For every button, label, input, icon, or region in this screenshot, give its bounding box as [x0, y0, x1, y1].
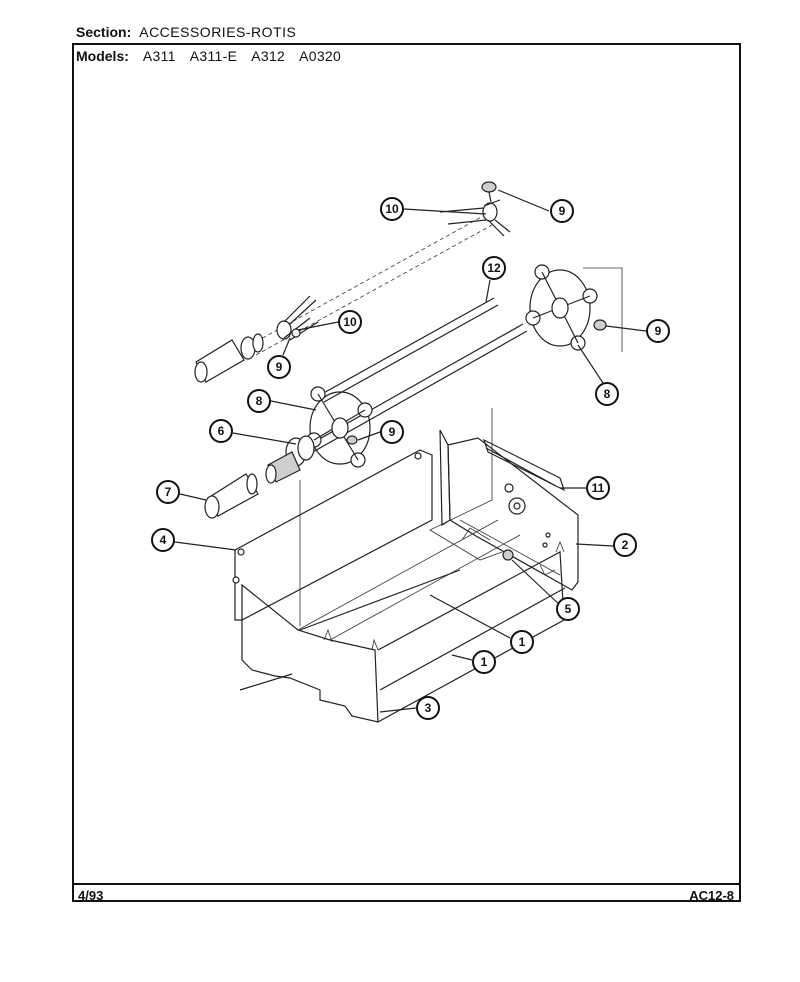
motor-housing — [482, 438, 566, 492]
left-support-plate — [234, 449, 433, 621]
section-header: Section: ACCESSORIES-ROTIS — [76, 24, 296, 40]
leader-lines — [174, 189, 647, 713]
callout-8-right: 8 — [595, 382, 619, 406]
callout-1-lower: 1 — [472, 650, 496, 674]
model-2: A312 — [251, 48, 286, 64]
callout-9-lower: 9 — [380, 420, 404, 444]
svg-text:2: 2 — [622, 538, 629, 552]
callout-2: 2 — [613, 533, 637, 557]
models-header: Models: A311 A311-E A312 A0320 — [76, 48, 341, 64]
callout-12: 12 — [482, 256, 506, 280]
callout-8-left: 8 — [247, 389, 271, 413]
upper-right-fork — [439, 199, 511, 237]
spit-handle — [204, 473, 259, 519]
left-spider — [306, 386, 373, 468]
svg-text:3: 3 — [425, 701, 432, 715]
svg-text:8: 8 — [256, 394, 263, 408]
support-rod-lower — [379, 587, 566, 691]
support-rod-upper — [299, 569, 461, 631]
model-3: A0320 — [299, 48, 342, 64]
svg-text:8: 8 — [604, 387, 611, 401]
left-spider-screw — [346, 435, 358, 445]
callout-10-left: 10 — [338, 310, 362, 334]
svg-text:9: 9 — [655, 324, 662, 338]
svg-text:6: 6 — [218, 424, 225, 438]
spit-rod-12-upper-edge — [319, 297, 495, 396]
svg-text:9: 9 — [559, 204, 566, 218]
footer-date: 4/93 — [78, 888, 104, 903]
callout-9-left: 9 — [267, 355, 291, 379]
upper-spit-assembly — [194, 181, 511, 383]
callout-4: 4 — [151, 528, 175, 552]
svg-text:1: 1 — [519, 635, 526, 649]
cradle-right-wall — [377, 551, 565, 723]
svg-text:1: 1 — [481, 655, 488, 669]
model-0: A311 — [142, 48, 176, 64]
model-1: A311-E — [189, 48, 238, 64]
models-label: Models: — [76, 48, 129, 64]
upper-left-fork — [276, 295, 319, 341]
rod-end-left — [239, 673, 293, 691]
callout-3: 3 — [416, 696, 440, 720]
callout-7: 7 — [156, 480, 180, 504]
callout-9-right: 9 — [646, 319, 670, 343]
section-label: Section: — [76, 24, 132, 40]
svg-text:12: 12 — [487, 261, 501, 275]
svg-text:5: 5 — [565, 602, 572, 616]
svg-text:10: 10 — [385, 202, 399, 216]
callout-11: 11 — [586, 476, 610, 500]
callout-5: 5 — [556, 597, 580, 621]
right-bracket — [429, 408, 579, 591]
callout-6: 6 — [209, 419, 233, 443]
callout-1-upper: 1 — [510, 630, 534, 654]
svg-text:7: 7 — [165, 485, 172, 499]
bracket-screw — [502, 549, 514, 561]
rotisserie-cradle — [232, 449, 566, 723]
svg-text:9: 9 — [276, 360, 283, 374]
motor-bracket — [447, 437, 579, 591]
top-thumb-screw — [481, 181, 497, 193]
section-value: ACCESSORIES-ROTIS — [139, 24, 297, 40]
footer-rule — [72, 883, 741, 885]
right-spider-screw — [593, 319, 607, 331]
right-spider — [525, 264, 623, 352]
svg-text:11: 11 — [592, 481, 605, 495]
callout-9-top: 9 — [550, 199, 574, 223]
diagram-frame — [72, 43, 741, 902]
svg-text:10: 10 — [343, 315, 357, 329]
callout-10-top: 10 — [380, 197, 404, 221]
cradle-front-wall — [241, 583, 379, 723]
spit-bushing — [265, 435, 315, 484]
svg-text:9: 9 — [389, 425, 396, 439]
footer-page-code: AC12-8 — [689, 888, 734, 903]
svg-text:4: 4 — [160, 533, 167, 547]
